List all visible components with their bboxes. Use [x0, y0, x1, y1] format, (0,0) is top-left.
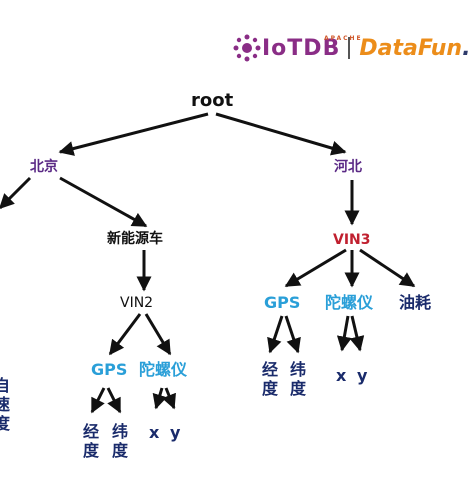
node-vin3-gps-lng: 经 度	[262, 360, 278, 398]
apache-label: APACHE	[324, 34, 363, 42]
node-vin2-gyro: 陀螺仪	[139, 360, 188, 379]
node-vin2-gps: GPS	[91, 360, 128, 379]
datafun-dot: .	[462, 35, 471, 61]
leaf-char: 度	[0, 414, 11, 434]
node-vin2-gyro-x: x	[149, 423, 160, 442]
edge-vin3-gyro-y	[349, 315, 365, 352]
edge-vin3-gps-lng	[267, 315, 284, 354]
edge-vin3-fuel	[359, 248, 416, 288]
node-vin3-gyro-y: y	[357, 366, 368, 385]
edge-vin3-gps-lat	[284, 315, 301, 354]
logo-divider	[348, 37, 351, 59]
leaf-char: 纬	[290, 360, 307, 379]
edge-vin2-gyro	[144, 313, 172, 356]
node-vin2-gps-lat: 纬 度	[112, 422, 128, 460]
node-vin2-gps-lng: 经 度	[83, 422, 99, 460]
node-root: root	[191, 90, 234, 111]
iotdb-logo: APACHE IoTDB	[262, 35, 361, 61]
node-vin3-fuel: 油耗	[399, 293, 432, 312]
datafun-logo: DataFun.	[359, 36, 470, 61]
leaf-char: 经	[262, 360, 279, 379]
node-vin2-gyro-y: y	[170, 423, 181, 442]
edge-vin2-gyro-y	[162, 387, 176, 410]
node-partial-left: 自 速 度	[0, 376, 10, 434]
edge-beijing-newenergy	[59, 176, 148, 228]
edge-vin2-gps-lat	[106, 387, 122, 414]
iotdb-label: IoTDB	[262, 35, 341, 61]
node-hebei: 河北	[334, 159, 362, 175]
edge-vin2-gps-lng	[90, 387, 106, 414]
edge-root-beijing	[58, 112, 209, 156]
leaf-char: 度	[290, 379, 307, 399]
datafun-label: DataFun	[359, 35, 463, 61]
leaf-char: 度	[83, 441, 100, 461]
edge-vin3-gyro-x	[336, 315, 352, 352]
leaf-char: 纬	[112, 422, 129, 441]
edge-vin2-gyro-x	[152, 387, 168, 410]
node-new-energy: 新能源车	[107, 231, 163, 247]
leaf-char: 度	[262, 379, 279, 399]
edge-root-hebei	[215, 112, 347, 156]
node-vin3: VIN3	[333, 232, 371, 248]
node-vin3-gps: GPS	[264, 293, 301, 312]
node-vin3-gps-lat: 纬 度	[290, 360, 306, 398]
node-vin3-gyro: 陀螺仪	[325, 293, 374, 312]
logo-bar: APACHE IoTDB DataFun.	[232, 30, 470, 66]
edge-vin2-gps	[108, 313, 142, 356]
leaf-char: 经	[83, 422, 100, 441]
edge-vin3-gps	[284, 248, 347, 288]
node-beijing: 北京	[30, 159, 58, 175]
iotdb-logo-icon	[233, 34, 261, 62]
leaf-char: 度	[112, 441, 129, 461]
edge-beijing-left	[0, 176, 32, 210]
leaf-char: 速	[0, 395, 11, 415]
leaf-char: 自	[0, 376, 11, 395]
node-vin2: VIN2	[120, 295, 154, 311]
node-vin3-gyro-x: x	[336, 366, 347, 385]
